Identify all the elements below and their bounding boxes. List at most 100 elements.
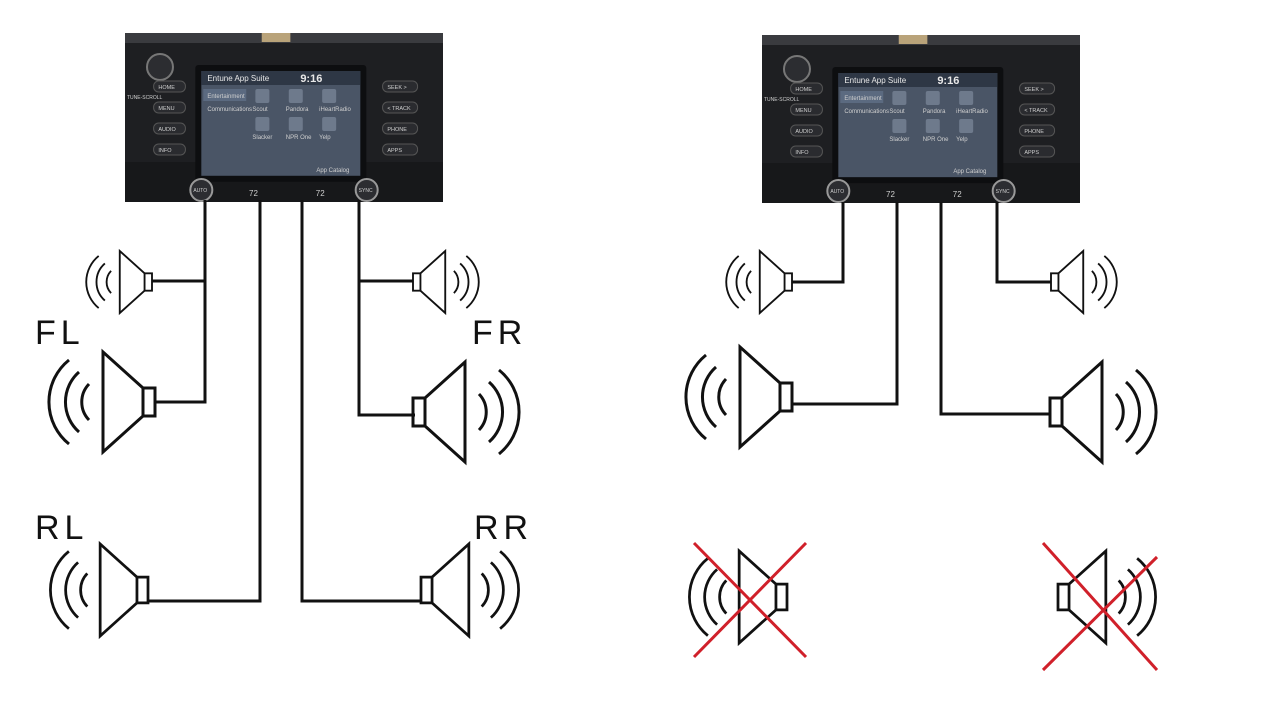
app-tile-icon[interactable] [959, 119, 974, 133]
speaker-rear-left-disabled-icon [689, 551, 787, 643]
left-hard-button-label: MENU [795, 108, 811, 114]
cross-rear-left-icon [692, 541, 808, 659]
speaker-front-left-woofer-2-icon [686, 347, 792, 447]
left-hard-button[interactable] [153, 101, 186, 114]
wire-front-right-woofer [357, 281, 415, 417]
left-hard-button[interactable] [790, 103, 823, 116]
right-hard-button-label: < TRACK [1024, 108, 1048, 114]
app-label: Pandora [923, 109, 946, 115]
wire-front-left-woofer [155, 281, 207, 404]
sync-button-label: SYNC [359, 188, 373, 194]
right-hard-button[interactable] [382, 80, 419, 93]
speaker-front-right-woofer-icon [411, 360, 521, 464]
screen-clock: 9:16 [937, 75, 959, 87]
app-label: Yelp [956, 137, 968, 143]
menu-entertainment-bg [203, 89, 247, 101]
right-wiring [792, 202, 1051, 416]
temp-right: 72 [316, 189, 325, 198]
left-hard-button[interactable] [790, 124, 823, 137]
menu-communications[interactable]: Communications [207, 107, 252, 113]
menu-entertainment[interactable]: Entertainment [207, 94, 245, 100]
screen [838, 73, 998, 178]
screen-title: Entune App Suite [207, 74, 269, 83]
left-hard-button-label: INFO [795, 150, 809, 156]
left-hard-button[interactable] [153, 143, 186, 156]
menu-entertainment[interactable]: Entertainment [844, 96, 882, 102]
wire-front-right-tweeter-2 [995, 202, 1051, 284]
label-front-left: FL [35, 314, 85, 352]
left-hard-button-label: MENU [158, 106, 174, 112]
left-wiring [148, 200, 421, 603]
label-rear-right: RR [474, 509, 533, 547]
speaker-rear-right-disabled-icon [1056, 549, 1157, 645]
head-unit-left: Entune App Suite 9:16EntertainmentCommuni… [125, 33, 443, 202]
speaker-front-right-tweeter-icon [412, 250, 480, 314]
wire-rear-left [148, 200, 262, 603]
left-hard-button-label: HOME [158, 85, 175, 91]
right-hard-button[interactable] [1019, 124, 1056, 137]
sync-knob-icon[interactable] [991, 179, 1016, 203]
right-hard-button-label: PHONE [1024, 129, 1044, 135]
wire-front-left-woofer-2 [792, 202, 899, 406]
speaker-front-left-tweeter-icon [85, 250, 153, 314]
left-hard-button[interactable] [153, 80, 186, 93]
wire-front-left-tweeter [152, 200, 207, 283]
app-tile-icon[interactable] [892, 119, 907, 133]
right-hard-button[interactable] [382, 122, 419, 135]
sync-knob-icon[interactable] [354, 178, 379, 202]
volume-knob-icon[interactable] [782, 55, 811, 83]
right-hard-button-label: PHONE [387, 127, 407, 133]
menu-communications[interactable]: Communications [844, 109, 889, 115]
screen-header [838, 73, 998, 87]
app-label: NPR One [286, 135, 312, 141]
wire-rear-right [300, 200, 421, 603]
app-label: iHeartRadio [319, 107, 351, 113]
app-tile-icon[interactable] [288, 117, 303, 131]
app-tile-icon[interactable] [288, 89, 303, 103]
right-hard-button[interactable] [1019, 103, 1056, 116]
left-hard-button-label: AUDIO [795, 129, 813, 135]
app-label: iHeartRadio [956, 109, 988, 115]
app-tile-icon[interactable] [322, 89, 337, 103]
volume-knob-icon[interactable] [145, 53, 174, 81]
app-tile-icon[interactable] [255, 117, 270, 131]
hazard-button [898, 35, 928, 44]
app-catalog-button[interactable]: App Catalog [953, 169, 986, 175]
right-hard-button[interactable] [382, 143, 419, 156]
app-tile-icon[interactable] [959, 91, 974, 105]
right-hard-button[interactable] [1019, 82, 1056, 95]
app-label: Scout [252, 107, 268, 113]
left-hard-button[interactable] [790, 145, 823, 158]
app-catalog-button[interactable]: App Catalog [316, 168, 349, 174]
left-hard-button-label: INFO [158, 148, 172, 154]
left-hard-button[interactable] [790, 82, 823, 95]
app-label: Scout [889, 109, 905, 115]
app-tile-icon[interactable] [892, 91, 907, 105]
app-label: NPR One [923, 137, 949, 143]
app-label: Slacker [889, 137, 909, 143]
right-hard-button-label: < TRACK [387, 106, 411, 112]
right-hard-button-label: SEEK > [1024, 87, 1043, 93]
speaker-front-left-woofer-icon [49, 352, 155, 452]
temp-left: 72 [886, 190, 895, 199]
app-label: Slacker [252, 135, 272, 141]
auto-button-label: AUTO [830, 189, 844, 195]
left-hard-button[interactable] [153, 122, 186, 135]
label-rear-left: RL [35, 509, 88, 547]
right-hard-button[interactable] [382, 101, 419, 114]
wire-front-right-tweeter [357, 200, 413, 283]
auto-knob-icon[interactable] [826, 179, 851, 203]
screen-clock: 9:16 [300, 73, 322, 85]
auto-knob-icon[interactable] [189, 178, 214, 202]
label-front-right: FR [472, 314, 527, 352]
right-hard-button[interactable] [1019, 145, 1056, 158]
app-tile-icon[interactable] [255, 89, 270, 103]
app-tile-icon[interactable] [925, 91, 940, 105]
app-tile-icon[interactable] [925, 119, 940, 133]
speaker-front-left-tweeter-2-icon [725, 250, 793, 314]
app-tile-icon[interactable] [322, 117, 337, 131]
temp-right: 72 [953, 190, 962, 199]
